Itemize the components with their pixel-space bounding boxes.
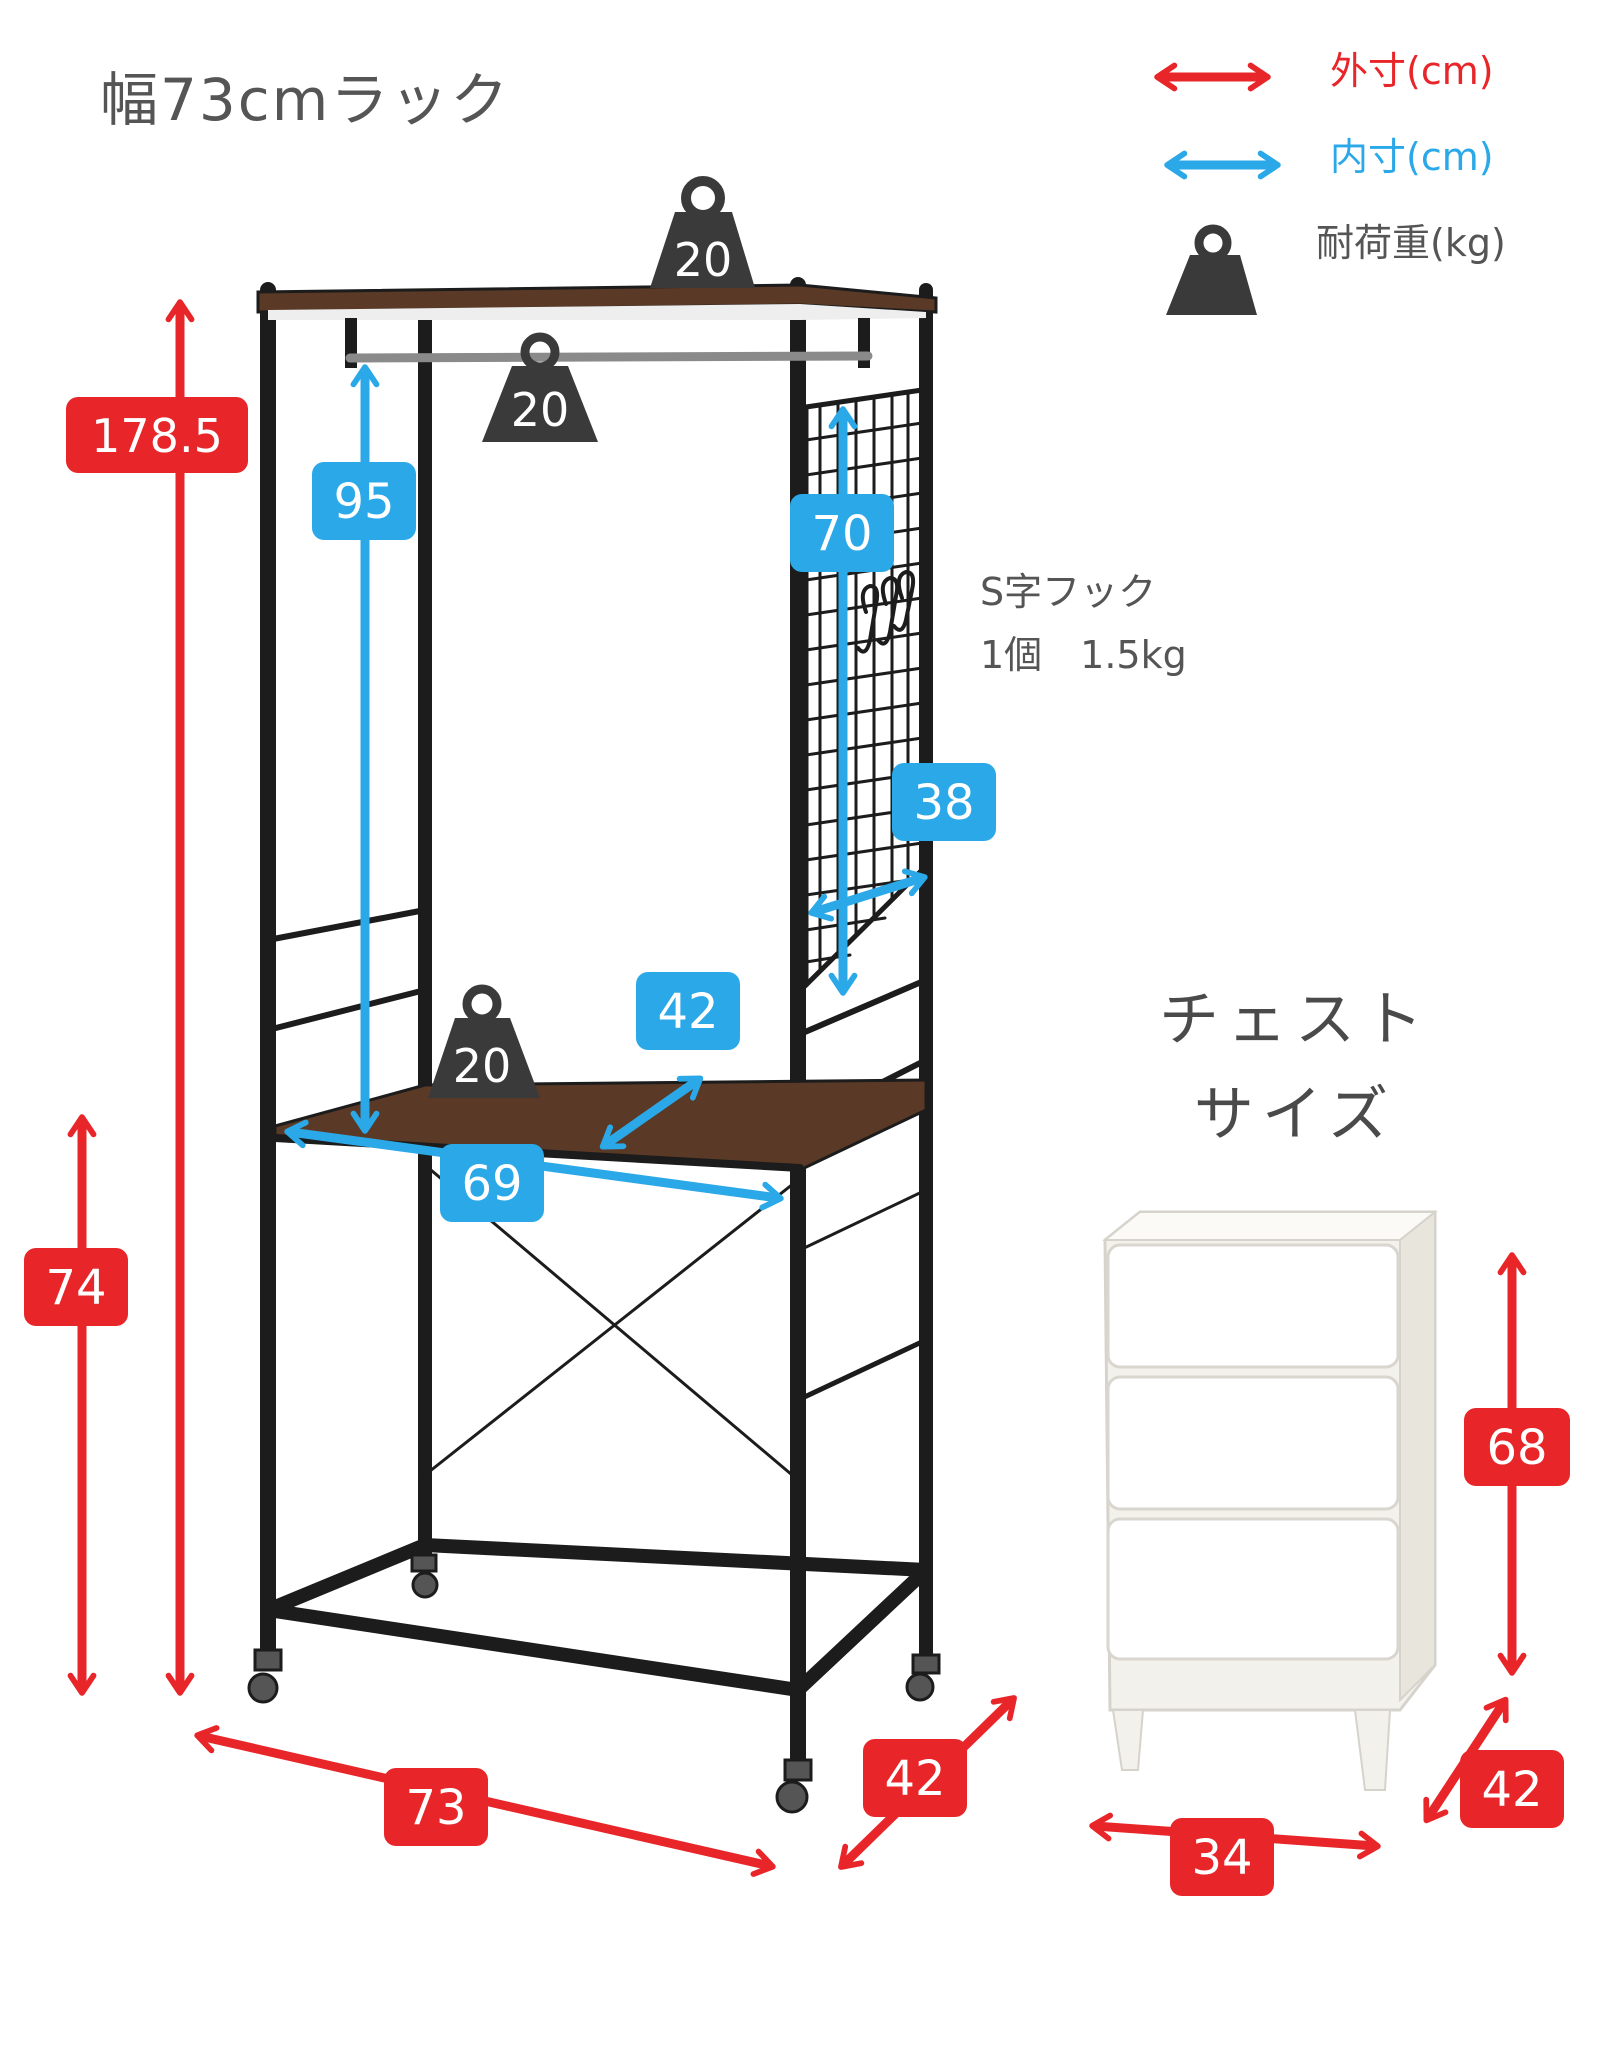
legend-load-label: 耐荷重(kg) — [1316, 221, 1506, 265]
rack-hanger-bar — [345, 351, 873, 363]
outer-dim-total-height: 178.5 — [66, 299, 248, 1696]
weight-top-value: 20 — [674, 233, 733, 287]
inner-mesh-width-value: 38 — [913, 775, 974, 831]
inner-dim-hanging-height: 95 — [312, 364, 416, 1134]
hook-note-line2: 1個 1.5kg — [980, 633, 1187, 677]
chest-drawer-2 — [1106, 1375, 1400, 1511]
caster-icon — [247, 1553, 941, 1814]
outer-dim-width: 73 — [194, 1725, 776, 1877]
inner-dim-shelf-width: 69 — [284, 1119, 784, 1222]
outer-width-value: 73 — [405, 1780, 466, 1836]
outer-chest-depth-value: 42 — [1481, 1762, 1542, 1818]
weight-badge-bar: 20 — [482, 332, 598, 442]
page-title: 幅73cmラック — [100, 66, 510, 134]
weight-shelf-value: 20 — [453, 1039, 512, 1093]
inner-shelf-width-value: 69 — [461, 1156, 522, 1212]
outer-depth-value: 42 — [884, 1751, 945, 1807]
legend-outer-label: 外寸(cm) — [1330, 49, 1494, 93]
inner-mesh-height-value: 70 — [811, 506, 872, 562]
outer-dim-shelf-height: 74 — [24, 1114, 128, 1696]
outer-shelf-height-value: 74 — [45, 1260, 106, 1316]
weight-badge-shelf: 20 — [428, 984, 540, 1098]
hook-note-line1: S字フック — [980, 570, 1156, 614]
chest-drawer-1 — [1106, 1243, 1400, 1369]
outer-dim-chest-height: 68 — [1464, 1252, 1570, 1676]
outer-dim-chest-depth: 42 — [1423, 1696, 1564, 1828]
legend-inner-label: 内寸(cm) — [1330, 135, 1494, 179]
outer-chest-height-value: 68 — [1486, 1420, 1547, 1476]
outer-dim-chest-width: 34 — [1089, 1812, 1381, 1896]
legend: 外寸(cm) 内寸(cm) 耐荷重(kg) — [1154, 49, 1506, 315]
weight-bar-value: 20 — [511, 383, 570, 437]
outer-chest-width-value: 34 — [1191, 1830, 1252, 1886]
inner-shelf-depth-value: 42 — [657, 984, 718, 1040]
s-hook-icon — [856, 569, 916, 654]
chest-title-line1: チェスト — [1159, 985, 1431, 1055]
outer-total-height-value: 178.5 — [91, 409, 223, 463]
inner-hanging-height-value: 95 — [333, 474, 394, 530]
chest — [1102, 1209, 1438, 1791]
chest-drawer-3 — [1106, 1517, 1400, 1661]
weight-badge-top: 20 — [650, 176, 755, 288]
weight-icon — [1166, 224, 1257, 315]
inner-dim-mesh-width: 38 — [808, 763, 996, 922]
outer-dim-depth: 42 — [838, 1695, 1017, 1870]
chest-title-line2: サイズ — [1194, 1080, 1396, 1150]
